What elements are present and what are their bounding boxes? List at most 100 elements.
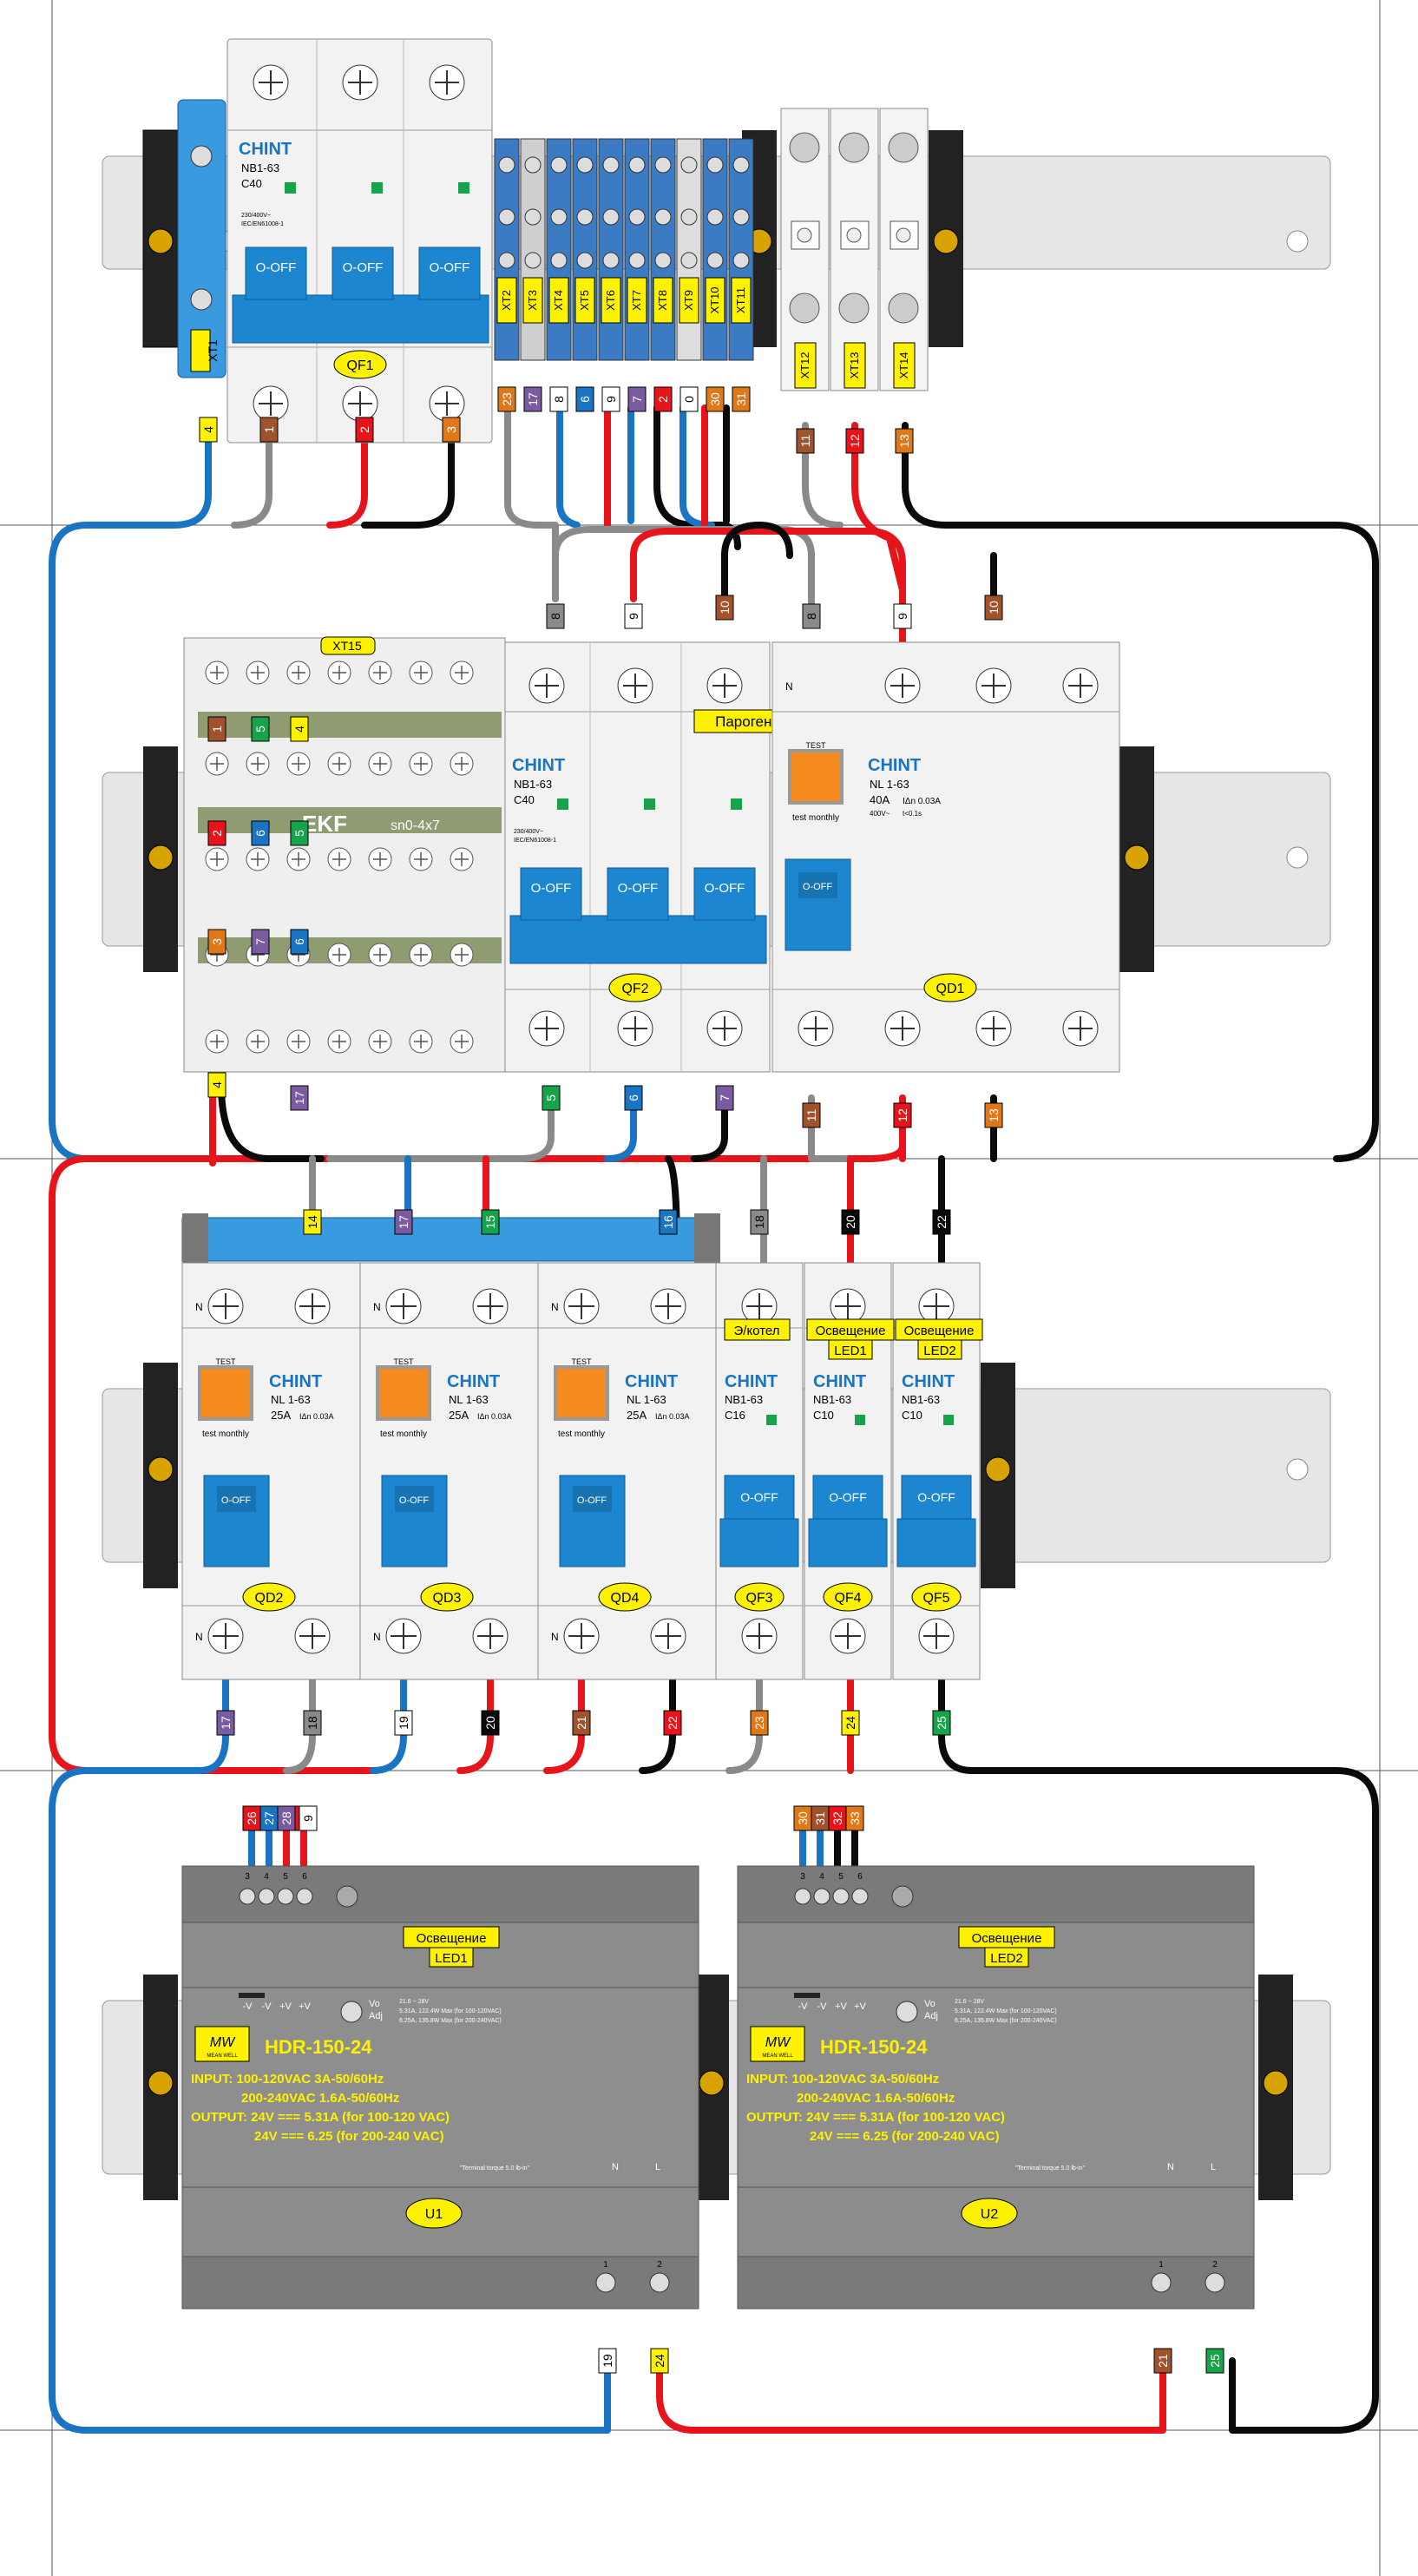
torque-note: "Terminal torque 5.0 lb-in"	[460, 2165, 530, 2172]
test-button[interactable]	[376, 1365, 431, 1421]
test-button[interactable]	[198, 1365, 253, 1421]
breaker-rating: C40	[241, 177, 262, 190]
pin-number: 1	[603, 2260, 608, 2270]
handle-bar[interactable]	[896, 1518, 976, 1567]
wire-marker-text: 9	[627, 613, 640, 620]
handle-qf2-2[interactable]	[607, 867, 669, 921]
screw-icon	[680, 252, 698, 269]
wire-red	[326, 426, 368, 529]
clamp-screw-icon	[1124, 844, 1150, 871]
v-label: -V	[798, 2001, 809, 2012]
rail-hole-icon	[1286, 846, 1309, 869]
handle-qf1-3[interactable]	[418, 246, 481, 300]
breaker-model: NB1-63	[241, 161, 279, 174]
wire-marker-text: 17	[219, 1716, 233, 1730]
handle-qf2-3[interactable]	[693, 867, 756, 921]
handle-qf2-1[interactable]	[520, 867, 582, 921]
screw-icon	[706, 667, 743, 704]
wire-marker-text: 2	[656, 396, 670, 403]
screw-icon	[563, 1288, 600, 1324]
indicator-icon	[557, 798, 568, 810]
small-spec: 5.31A, 122.4W Max (for 100-120VAC)	[399, 2008, 502, 2014]
off-label: O-OFF	[221, 1495, 251, 1506]
wire-marker: 25	[932, 1710, 951, 1736]
screw-icon	[207, 1618, 244, 1654]
handle-qf4[interactable]	[812, 1475, 883, 1524]
clamp-screw-icon	[148, 2070, 174, 2096]
wire-marker-text: 9	[604, 396, 618, 403]
fuse-holder-icon[interactable]	[840, 220, 870, 250]
terminal-label: XT5	[578, 290, 591, 311]
wire-marker: 28	[277, 1805, 296, 1831]
wire-marker-text: 4	[201, 426, 215, 433]
wire-marker: 1	[207, 716, 226, 742]
wire-marker: 20	[841, 1209, 860, 1235]
handle-qf5[interactable]	[901, 1475, 972, 1524]
terminal-label: XT8	[656, 290, 669, 311]
mw-logo-text: MW	[210, 2035, 236, 2050]
handle-qf3[interactable]	[724, 1475, 795, 1524]
clamp-screw-icon	[148, 228, 174, 254]
wire-marker-text: 18	[752, 1215, 766, 1229]
vo-label: Vo	[369, 1999, 380, 2009]
rcbo-model: NL 1-63	[627, 1393, 666, 1406]
screw-icon	[550, 156, 568, 174]
handle-bar[interactable]	[719, 1518, 799, 1567]
screw-icon	[706, 156, 724, 174]
handle-bar[interactable]	[509, 915, 767, 964]
rcbo-qd2	[181, 1262, 361, 1680]
wire-marker-text: 33	[848, 1811, 862, 1825]
handle-qf1-2[interactable]	[332, 246, 394, 300]
wire-marker: 15	[481, 1209, 500, 1235]
screw-icon	[207, 1288, 244, 1324]
fuse-holder-icon[interactable]	[791, 220, 820, 250]
breaker-model: NB1-63	[813, 1393, 851, 1406]
wire-marker-text: 6	[627, 1094, 640, 1101]
screw-icon	[918, 1288, 955, 1324]
pin-number: 1	[1159, 2260, 1164, 2270]
wire-marker-text: 5	[544, 1094, 558, 1101]
screw-icon	[602, 156, 620, 174]
test-button[interactable]	[554, 1365, 609, 1421]
small-spec: 6.25A, 135.8W Max (for 200-240VAC)	[955, 2018, 1057, 2024]
psu-tag: Освещение	[417, 1931, 487, 1946]
terminal-label: XT10	[708, 286, 721, 313]
clamp-screw-icon	[985, 1456, 1011, 1482]
screw-icon	[253, 385, 289, 422]
wire-marker-text: 13	[987, 1108, 1001, 1122]
mw-logo-text: MW	[765, 2035, 791, 2050]
wire-marker: 23	[497, 386, 516, 412]
device-label: QF4	[834, 1591, 861, 1606]
pin-number: 2	[1212, 2260, 1218, 2270]
adj-knob-icon[interactable]	[896, 2001, 918, 2023]
off-label: O-OFF	[430, 260, 470, 275]
screw-icon	[528, 1010, 565, 1047]
vo-label: Vo	[924, 1999, 935, 2009]
breaker-rating: C10	[813, 1409, 834, 1422]
rcbo-iadn: IΔn 0.03A	[299, 1412, 334, 1421]
spec-line: OUTPUT: 24V === 5.31A (for 100-120 VAC)	[191, 2110, 450, 2125]
adj-label: Adj	[924, 2011, 938, 2021]
wire-marker-text: 12	[896, 1108, 909, 1122]
indicator-icon	[766, 1415, 777, 1425]
wire-marker-text: 3	[444, 426, 458, 433]
wire-marker-text: 2	[210, 830, 224, 837]
handle-qf1-1[interactable]	[245, 246, 307, 300]
off-label: O-OFF	[531, 881, 572, 896]
wire-marker: 18	[750, 1209, 769, 1235]
adj-knob-icon[interactable]	[340, 2001, 363, 2023]
handle-bar[interactable]	[808, 1518, 888, 1567]
terminal-label: XT4	[552, 290, 565, 311]
wire-marker: 9	[299, 1805, 318, 1831]
screw-icon	[602, 252, 620, 269]
wire-marker-text: 17	[292, 1091, 306, 1105]
test-button[interactable]	[788, 749, 844, 805]
wire-marker-text: 20	[844, 1215, 857, 1229]
wire-marker-text: 6	[578, 396, 592, 403]
test-label: TEST	[215, 1357, 236, 1366]
terminal-label: XT12	[798, 352, 811, 378]
screw-icon	[498, 156, 515, 174]
handle-bar[interactable]	[232, 294, 489, 344]
screw-icon	[576, 208, 594, 226]
